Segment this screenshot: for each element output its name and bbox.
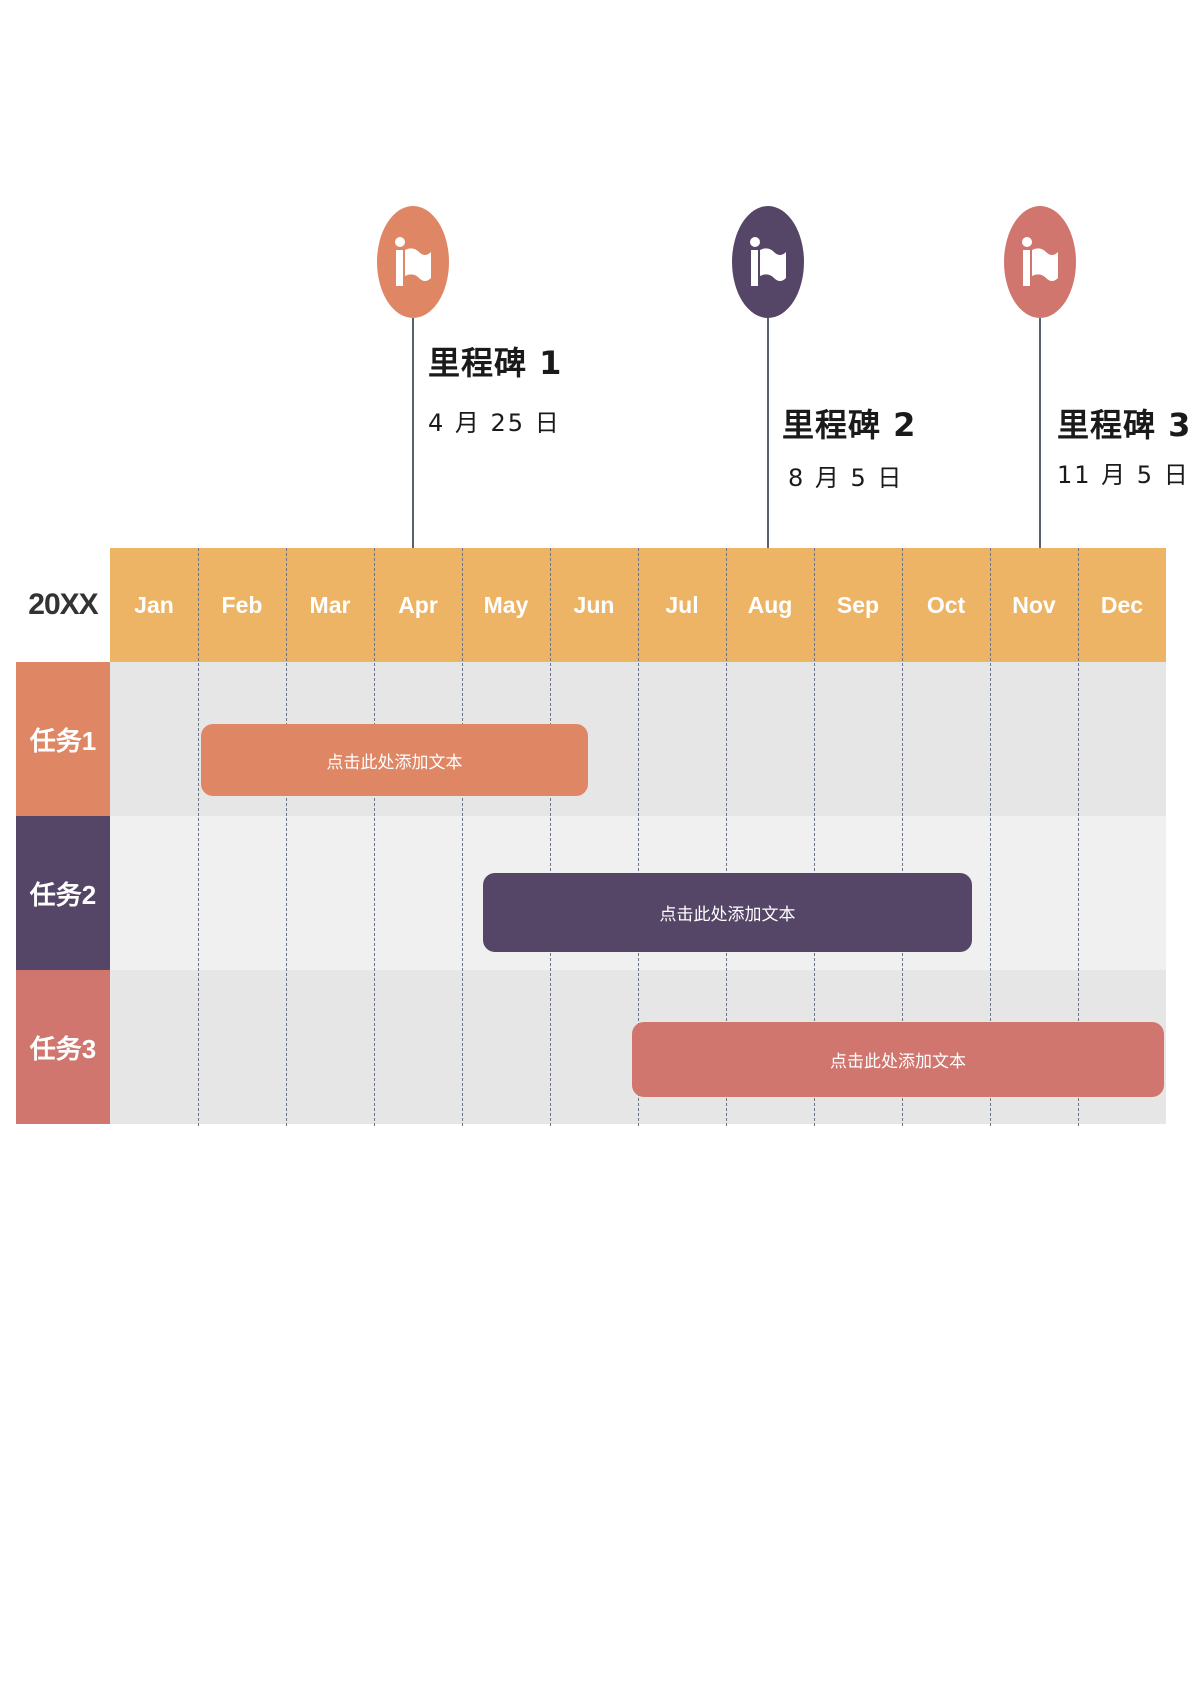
milestone-3-title: 里程碑 3	[1057, 406, 1191, 444]
month-sep: Sep	[836, 591, 880, 618]
milestone-1-line	[412, 318, 414, 548]
milestone-3-date: 11 月 5 日	[1057, 461, 1190, 489]
year-label: 20XX	[28, 588, 98, 621]
month-dec: Dec	[1100, 591, 1144, 618]
milestone-1-pin	[377, 206, 449, 318]
milestone-1-date: 4 月 25 日	[428, 409, 561, 437]
milestone-3-line	[1039, 318, 1041, 548]
month-divider	[814, 548, 815, 1126]
month-jul: Jul	[665, 591, 699, 618]
month-divider	[990, 548, 991, 1126]
task-1-bar[interactable]: 点击此处添加文本	[201, 724, 588, 796]
task-2-label: 任务2	[16, 816, 110, 970]
month-feb: Feb	[221, 591, 263, 618]
month-may: May	[483, 591, 529, 618]
task-3-bar[interactable]: 点击此处添加文本	[632, 1022, 1164, 1097]
flag-icon	[750, 237, 786, 286]
month-apr: Apr	[398, 591, 438, 618]
milestone-1-title: 里程碑 1	[428, 344, 563, 382]
month-divider	[550, 548, 551, 1126]
flag-icon	[395, 237, 431, 286]
milestone-2-line	[767, 318, 769, 548]
month-divider	[726, 548, 727, 1126]
milestone-3-pin	[1004, 206, 1076, 318]
task-2-bar[interactable]: 点击此处添加文本	[483, 873, 972, 952]
month-aug: Aug	[747, 591, 793, 618]
task-3-label: 任务3	[16, 970, 110, 1124]
month-jun: Jun	[573, 591, 615, 618]
month-oct: Oct	[926, 591, 966, 618]
month-divider	[638, 548, 639, 1126]
task-1-label: 任务1	[16, 662, 110, 816]
month-divider	[374, 548, 375, 1126]
milestone-2-pin	[732, 206, 804, 318]
month-divider	[286, 548, 287, 1126]
milestone-2-title: 里程碑 2	[782, 406, 917, 444]
month-divider	[462, 548, 463, 1126]
flag-icon	[1022, 237, 1058, 286]
month-nov: Nov	[1012, 591, 1056, 618]
milestone-2-date: 8 月 5 日	[788, 464, 904, 492]
month-jan: Jan	[134, 591, 174, 618]
month-divider	[902, 548, 903, 1126]
month-divider	[198, 548, 199, 1126]
month-mar: Mar	[309, 591, 351, 618]
month-divider	[1078, 548, 1079, 1126]
